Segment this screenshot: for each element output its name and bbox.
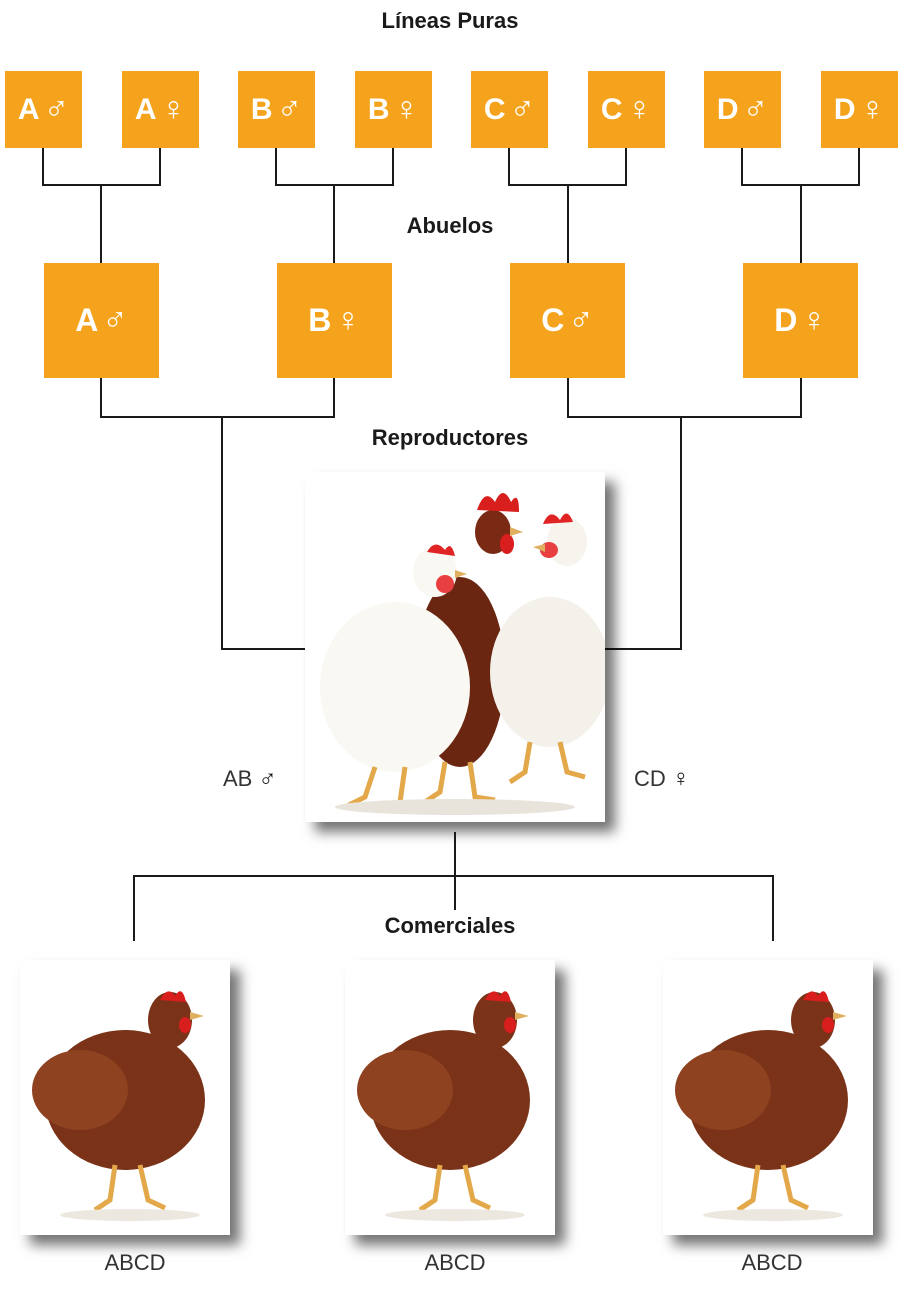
female-symbol-icon: ♀ bbox=[859, 90, 886, 128]
title-breeders: Reproductores bbox=[371, 425, 529, 450]
female-symbol-icon: ♀ bbox=[393, 90, 420, 128]
grandparent-box-c-male: C♂ bbox=[510, 263, 625, 378]
male-symbol-icon: ♂ bbox=[276, 90, 303, 128]
title-grandparents: Abuelos bbox=[406, 213, 494, 238]
grandparent-box-d-female: D♀ bbox=[743, 263, 858, 378]
male-symbol-icon: ♂ bbox=[258, 765, 277, 792]
male-symbol-icon: ♂ bbox=[742, 90, 769, 128]
pure-line-box-c-male: C♂ bbox=[471, 71, 548, 148]
pure-line-box-d-female: D♀ bbox=[821, 71, 898, 148]
pure-line-box-b-male: B♂ bbox=[238, 71, 315, 148]
brown-hen-image bbox=[675, 991, 848, 1221]
grandparent-box-a-male: A♂ bbox=[44, 263, 159, 378]
title-commercial: Comerciales bbox=[384, 913, 516, 938]
box-letter: C bbox=[483, 92, 506, 126]
pure-line-box-c-female: C♀ bbox=[588, 71, 665, 148]
pure-line-box-a-female: A♀ bbox=[122, 71, 199, 148]
three-chickens-image bbox=[320, 493, 605, 815]
commercial-hen-photo-2 bbox=[345, 960, 555, 1235]
female-symbol-icon: ♀ bbox=[801, 301, 827, 339]
box-letter: B bbox=[308, 302, 332, 338]
breeders-photo bbox=[305, 472, 605, 822]
box-letter: A bbox=[17, 92, 40, 126]
breeder-label-left: AB ♂ bbox=[223, 765, 276, 793]
box-letter: A bbox=[134, 92, 157, 126]
box-letter: D bbox=[833, 92, 856, 126]
pure-line-box-d-male: D♂ bbox=[704, 71, 781, 148]
female-symbol-icon: ♀ bbox=[626, 90, 653, 128]
female-symbol-icon: ♀ bbox=[335, 301, 361, 339]
box-letter: B bbox=[250, 92, 273, 126]
pure-line-box-a-male: A♂ bbox=[5, 71, 82, 148]
commercial-hen-photo-3 bbox=[663, 960, 873, 1235]
male-symbol-icon: ♂ bbox=[43, 90, 70, 128]
box-letter: C bbox=[541, 302, 565, 338]
breeder-left-text: AB bbox=[223, 766, 253, 791]
breeder-label-right: CD ♀ bbox=[634, 765, 690, 793]
female-symbol-icon: ♀ bbox=[160, 90, 187, 128]
brown-hen-image bbox=[32, 991, 205, 1221]
box-letter: C bbox=[600, 92, 623, 126]
grandparent-box-b-female: B♀ bbox=[277, 263, 392, 378]
box-letter: B bbox=[367, 92, 390, 126]
commercial-label-2: ABCD bbox=[424, 1250, 486, 1275]
commercial-label-1: ABCD bbox=[104, 1250, 166, 1275]
breeder-right-text: CD bbox=[634, 766, 666, 791]
brown-hen-image bbox=[357, 991, 530, 1221]
commercial-hen-photo-1 bbox=[20, 960, 230, 1235]
female-symbol-icon: ♀ bbox=[671, 765, 690, 792]
male-symbol-icon: ♂ bbox=[102, 301, 128, 339]
male-symbol-icon: ♂ bbox=[568, 301, 594, 339]
commercial-label-3: ABCD bbox=[741, 1250, 803, 1275]
box-letter: D bbox=[716, 92, 739, 126]
pure-line-box-b-female: B♀ bbox=[355, 71, 432, 148]
box-letter: A bbox=[75, 302, 99, 338]
male-symbol-icon: ♂ bbox=[509, 90, 536, 128]
title-pure-lines: Líneas Puras bbox=[381, 8, 519, 33]
box-letter: D bbox=[774, 302, 798, 338]
